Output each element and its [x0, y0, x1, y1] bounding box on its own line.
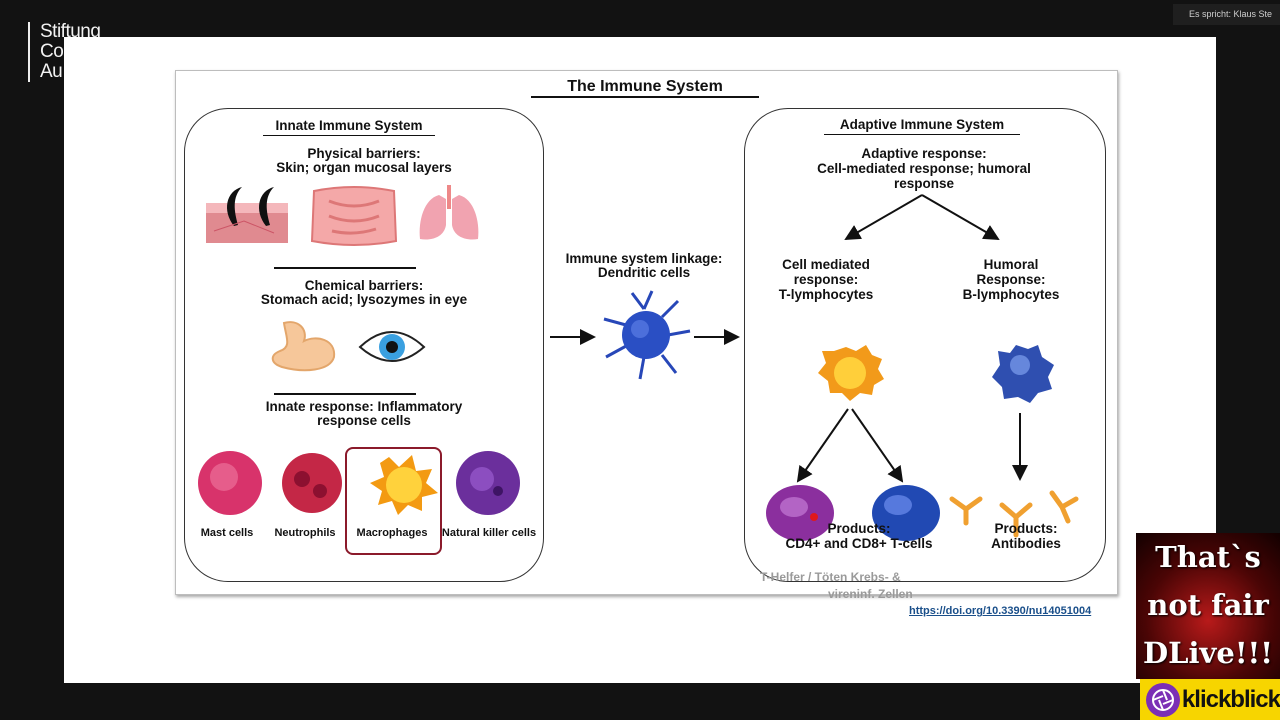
cell-mediated-line-1: Cell mediated: [782, 257, 870, 272]
active-speaker-label: Es spricht: Klaus Ste: [1172, 4, 1280, 25]
cell-label-natural-killer: Natural killer cells: [441, 527, 537, 539]
badge-line-2: not fair: [1147, 588, 1269, 622]
brand-line-2: Co: [40, 41, 64, 62]
innate-immune-box: [184, 108, 544, 582]
humoral-line-2: Response:: [976, 272, 1046, 287]
cell-label-mast: Mast cells: [200, 527, 254, 539]
chemical-barriers-text: Stomach acid; lysozymes in eye: [260, 292, 468, 307]
shared-slide: The Immune System Innate Immune System P…: [64, 37, 1216, 683]
klickblick-banner: klickblick: [1140, 679, 1280, 720]
eye-icon: [358, 331, 426, 362]
separator-1: [274, 267, 416, 269]
badge-line-3: DLive!!!: [1142, 636, 1274, 670]
arrow-to-cell-mediated: [844, 194, 923, 241]
cd8-cell-icon: [872, 485, 940, 541]
arrow-to-humoral: [921, 194, 1000, 241]
skin-icon: [206, 187, 288, 243]
linkage-line-1: Immune system linkage:: [565, 251, 723, 266]
products-b-text: Antibodies: [991, 536, 1061, 551]
cell-mediated-line-3: T-lymphocytes: [778, 287, 874, 302]
klickblick-logo-text: klickblick: [1181, 685, 1280, 713]
neutrophil-icon: [282, 453, 342, 513]
innate-heading: Innate Immune System: [263, 118, 435, 136]
dendritic-cell-icon: [603, 290, 691, 380]
adaptive-response-line-3: response: [893, 176, 955, 191]
annotation-line-2: vireninf. Zellen: [828, 587, 913, 601]
arrow-to-cd8: [851, 408, 904, 483]
separator-2: [274, 393, 416, 395]
adaptive-heading: Adaptive Immune System: [824, 117, 1020, 135]
lungs-icon: [419, 185, 479, 240]
linkage-line-2: Dendritic cells: [597, 265, 691, 280]
physical-barriers-text: Skin; organ mucosal layers: [276, 160, 452, 175]
arrow-to-cd4: [796, 408, 849, 483]
innate-cells-illustrations: [198, 451, 520, 515]
products-t-text: CD4+ and CD8+ T-cells: [785, 536, 933, 551]
foundation-logo: Stiftung Co Au: [28, 21, 101, 82]
products-b-title: Products:: [994, 521, 1058, 536]
cell-label-neutrophils: Neutrophils: [274, 527, 336, 539]
intestine-icon: [310, 186, 398, 246]
t-lymphocyte-icon: [818, 345, 884, 401]
stomach-icon: [271, 321, 336, 372]
physical-barriers-illustrations: [206, 185, 479, 246]
innate-response-line-2: response cells: [317, 413, 411, 428]
b-lymphocyte-icon: [992, 345, 1054, 403]
humoral-line-1: Humoral: [983, 257, 1039, 272]
mast-cell-icon: [198, 451, 262, 515]
cell-mediated-line-2: response:: [793, 272, 859, 287]
natural-killer-cell-icon: [456, 451, 520, 515]
linkage-illustration: [550, 290, 740, 380]
adaptive-immune-box: [744, 108, 1106, 582]
physical-barriers-title: Physical barriers:: [307, 146, 421, 161]
doi-link[interactable]: https://doi.org/10.3390/nu14051004: [909, 605, 1092, 617]
stream-overlay-badge: That`s not fair DLive!!!: [1136, 533, 1280, 679]
adaptive-products-illustrations: [766, 485, 1079, 541]
products-t-title: Products:: [827, 521, 891, 536]
adaptive-diagram: [796, 194, 1054, 483]
annotation-line-1: T-Helfer / Töten Krebs- &: [760, 570, 901, 584]
antibodies-icon: [949, 490, 1079, 538]
chemical-barriers-title: Chemical barriers:: [304, 278, 424, 293]
adaptive-response-line-1: Adaptive response:: [861, 146, 987, 161]
humoral-line-3: B-lymphocytes: [962, 287, 1060, 302]
chemical-barriers-illustrations: [271, 321, 426, 372]
immune-system-figure: The Immune System Innate Immune System P…: [175, 70, 1118, 595]
cell-label-macrophages: Macrophages: [356, 527, 428, 539]
macrophage-icon: [370, 455, 438, 515]
cd4-cell-icon: [766, 485, 834, 541]
camera-shutter-icon: [1146, 682, 1180, 717]
brand-line-1: Stiftung: [40, 21, 101, 42]
figure-title: The Immune System: [531, 79, 759, 98]
badge-line-1: That`s: [1155, 540, 1261, 574]
adaptive-response-line-2: Cell-mediated response; humoral: [817, 161, 1031, 176]
macrophages-highlight: [345, 447, 442, 555]
innate-response-line-1: Innate response: Inflammatory: [265, 399, 463, 414]
brand-line-3: Au: [40, 61, 63, 82]
